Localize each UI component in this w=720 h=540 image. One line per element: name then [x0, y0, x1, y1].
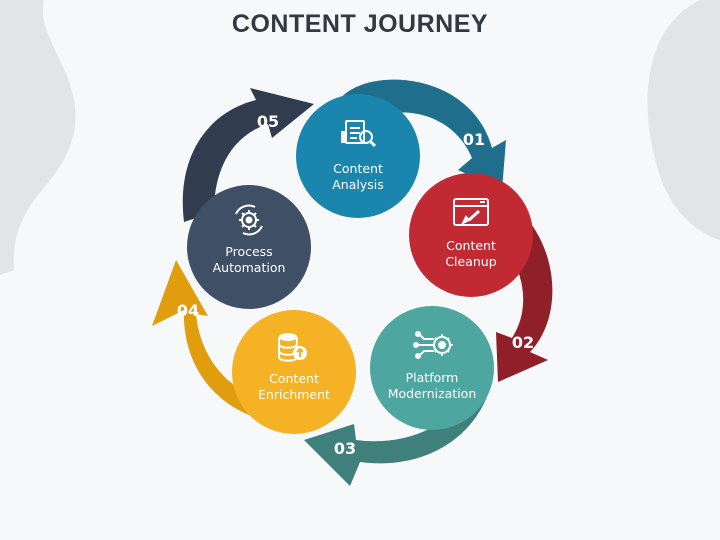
step-label-enrichment-line1: Content: [269, 371, 319, 386]
step-content-analysis: Content Analysis: [296, 94, 420, 218]
arrow-04: [152, 260, 272, 422]
browser-brush-icon: [453, 198, 489, 226]
arrow-05: [182, 88, 314, 222]
circuit-gear-icon: [413, 331, 453, 359]
step-circle-automation: [187, 185, 311, 309]
step-number-04: 04: [177, 301, 199, 320]
step-number-03: 03: [334, 439, 356, 458]
step-circle-cleanup: [409, 173, 533, 297]
page-title: CONTENT JOURNEY: [231, 10, 489, 38]
step-label-automation-line1: Process: [225, 244, 272, 259]
step-number-05: 05: [257, 112, 279, 131]
step-circle-modernization: [370, 306, 494, 430]
step-label-modernization-line1: Platform: [406, 370, 459, 385]
gear-cycle-icon: [235, 204, 263, 236]
step-content-cleanup: Content Cleanup: [409, 173, 533, 297]
step-label-automation-line2: Automation: [213, 260, 286, 275]
document-search-icon: [341, 120, 377, 148]
step-label-modernization-line2: Modernization: [388, 386, 477, 401]
step-circle-enrichment: [232, 310, 356, 434]
step-content-enrichment: Content Enrichment: [232, 310, 356, 434]
step-label-enrichment-line2: Enrichment: [258, 387, 330, 402]
background-blob-left: [0, 0, 76, 275]
step-label-analysis-line1: Content: [333, 161, 383, 176]
step-label-cleanup-line1: Content: [446, 238, 496, 253]
step-label-cleanup-line2: Cleanup: [445, 254, 496, 269]
step-process-automation: Process Automation: [187, 185, 311, 309]
background-blob-right: [647, 0, 720, 240]
step-platform-modernization: Platform Modernization: [370, 306, 494, 430]
step-circle-analysis: [296, 94, 420, 218]
step-label-analysis-line2: Analysis: [332, 177, 384, 192]
arrow-03: [304, 394, 488, 486]
step-number-01: 01: [463, 130, 485, 149]
database-upload-icon: [278, 333, 307, 362]
step-number-02: 02: [512, 333, 534, 352]
